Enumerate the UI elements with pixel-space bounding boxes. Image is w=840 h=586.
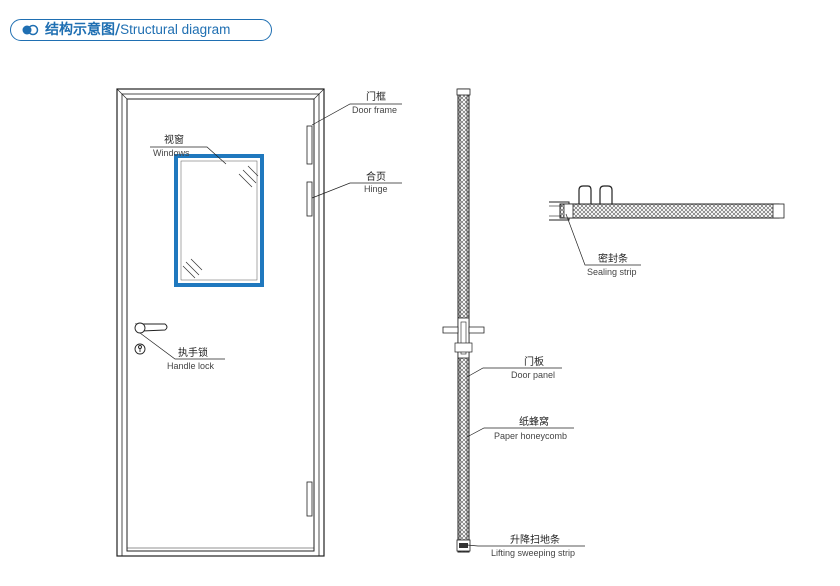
section-header: 结构示意图/Structural diagram [10, 19, 272, 41]
paper-honeycomb-label-en: Paper honeycomb [494, 431, 567, 441]
sweeping-strip-label-zh: 升降扫地条 [510, 533, 560, 546]
leader-lines [139, 103, 641, 547]
handle-lock-icon [134, 322, 168, 355]
sealing-strip-label-zh: 密封条 [598, 252, 628, 265]
door-front-view [116, 88, 325, 557]
door-frame-label-zh: 门框 [366, 90, 386, 103]
handle-lock-label-zh: 执手锁 [178, 346, 208, 359]
header-title-en: Structural diagram [120, 22, 231, 37]
sealing-strip-label-en: Sealing strip [587, 267, 637, 277]
sweeping-strip-label-en: Lifting sweeping strip [491, 548, 575, 558]
toggle-dots-icon [22, 24, 39, 36]
header-title: 结构示意图/Structural diagram [45, 21, 230, 39]
header-title-zh: 结构示意图 [45, 22, 115, 38]
windows-label-en: Windows [153, 148, 190, 158]
door-leaf [126, 98, 315, 552]
hinge-label-en: Hinge [364, 184, 388, 194]
window-pane [174, 154, 264, 287]
header-separator: / [115, 22, 121, 38]
seal-section [549, 185, 785, 221]
paper-honeycomb-label-zh: 纸蜂窝 [519, 415, 549, 428]
windows-label-zh: 视窗 [164, 133, 184, 146]
door-panel-label-en: Door panel [511, 370, 555, 380]
hinge-front-icons [306, 125, 313, 517]
door-side-section [442, 88, 485, 553]
hinge-label-zh: 合页 [366, 170, 386, 183]
door-frame-label-en: Door frame [352, 105, 397, 115]
door-panel-label-zh: 门板 [524, 355, 544, 368]
handle-lock-label-en: Handle lock [167, 361, 215, 371]
